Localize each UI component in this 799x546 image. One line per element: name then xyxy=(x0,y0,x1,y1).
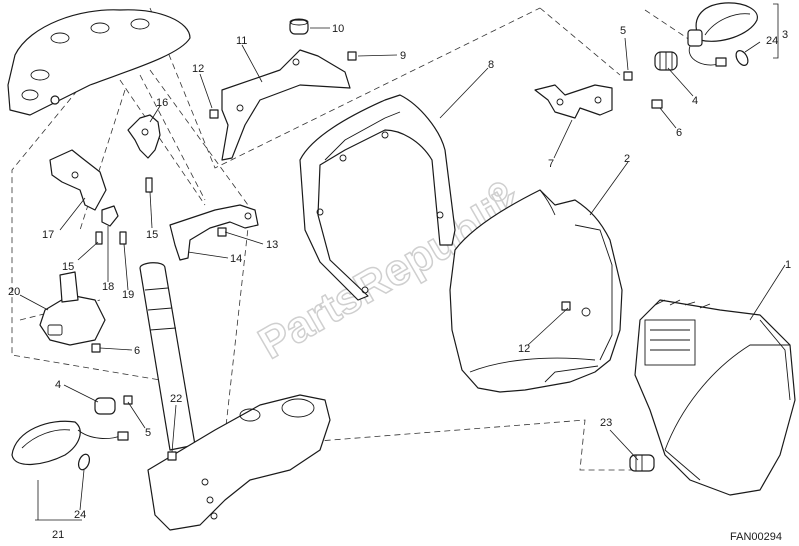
leader-lines xyxy=(19,3,786,521)
callout-9: 9 xyxy=(400,50,406,62)
part-turn-indicator-right xyxy=(687,2,758,67)
part-screw-6-left xyxy=(91,343,101,353)
callout-4-left: 4 xyxy=(55,379,61,391)
part-lock-20 xyxy=(39,271,106,346)
part-turn-indicator-left xyxy=(11,395,133,471)
callout-21: 21 xyxy=(52,529,64,541)
callout-12-top: 12 xyxy=(192,63,204,75)
part-bracket-11 xyxy=(221,49,351,161)
callout-12-fairing: 12 xyxy=(518,343,530,355)
callout-4-right: 4 xyxy=(692,95,698,107)
callout-24-left: 24 xyxy=(74,509,86,521)
callout-3: 3 xyxy=(782,29,788,41)
callout-22: 22 xyxy=(170,393,182,405)
callout-18: 18 xyxy=(102,281,114,293)
callout-17: 17 xyxy=(42,229,54,241)
callout-11: 11 xyxy=(236,35,247,47)
callout-15-left: 15 xyxy=(62,261,74,273)
callout-10: 10 xyxy=(332,23,344,35)
part-screws-15-19 xyxy=(95,231,127,245)
callout-6-right: 6 xyxy=(676,127,682,139)
callout-13: 13 xyxy=(266,239,278,251)
part-bracket-17 xyxy=(49,149,107,211)
callout-5-left: 5 xyxy=(145,427,151,439)
callout-23: 23 xyxy=(600,417,612,429)
part-inner-frame-8 xyxy=(299,94,456,301)
part-bracket-18 xyxy=(101,205,119,227)
callout-24-right: 24 xyxy=(766,35,778,47)
callout-1: 1 xyxy=(785,259,791,271)
callout-16: 16 xyxy=(156,97,168,109)
part-upper-yoke xyxy=(147,394,331,531)
part-headlight-fairing-2 xyxy=(449,189,623,393)
callout-5-right: 5 xyxy=(620,25,626,37)
part-instrument-cover xyxy=(7,9,191,116)
callout-15-mid: 15 xyxy=(146,229,158,241)
callout-6-left: 6 xyxy=(134,345,140,357)
callout-7: 7 xyxy=(548,158,554,170)
part-bracket-7 xyxy=(534,84,613,119)
part-screw-12-top xyxy=(209,109,219,119)
part-bracket-16 xyxy=(127,114,161,159)
callout-2: 2 xyxy=(624,153,630,165)
drawing-code: FAN00294 xyxy=(730,531,782,543)
part-screws-right xyxy=(623,71,663,109)
callout-20: 20 xyxy=(8,286,20,298)
part-grommet-23 xyxy=(629,454,655,472)
callout-labels: 1 2 3 4 5 6 7 8 9 10 11 12 12 13 14 15 1… xyxy=(8,23,791,541)
callout-8: 8 xyxy=(488,59,494,71)
part-steering-stem xyxy=(139,262,196,451)
callout-14: 14 xyxy=(230,253,242,265)
callout-19: 19 xyxy=(122,289,134,301)
part-grommet-right xyxy=(654,51,678,71)
part-bracket-13-14 xyxy=(169,204,259,261)
watermark-gear-icon xyxy=(488,182,508,202)
part-rubber-mount-10 xyxy=(289,18,309,35)
part-screw-15-top xyxy=(145,177,153,193)
part-headlight-1 xyxy=(634,299,796,496)
part-screw-9 xyxy=(347,51,357,61)
